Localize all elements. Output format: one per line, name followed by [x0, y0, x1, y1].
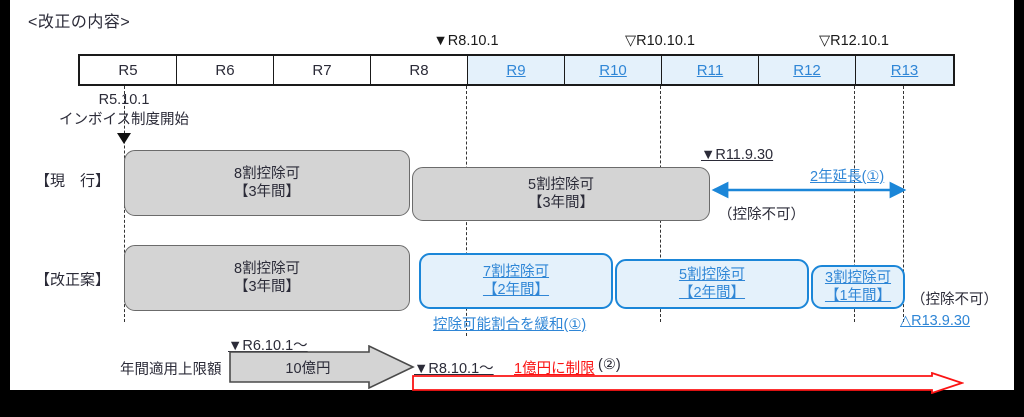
timeline-cell-r9: R9	[468, 56, 565, 84]
marker-r12-10-1: ▽R12.10.1	[818, 33, 890, 49]
annual-cap-new-limit: 1億円に制限	[514, 361, 595, 377]
annual-cap-current-value: 10億円	[285, 361, 331, 377]
current-box-5wari-line1: 5割控除可	[527, 176, 595, 193]
timeline-cell-label: R11	[696, 61, 724, 79]
proposal-box-5wari: 5割控除可 【2年間】	[615, 259, 809, 309]
annual-cap-new-date: ▼R8.10.1～	[414, 361, 494, 377]
current-box-8wari: 8割控除可 【3年間】	[124, 150, 410, 216]
proposal-box-7wari-line2: 【2年間】	[482, 282, 550, 298]
timeline-cell-r5: R5	[80, 56, 177, 84]
extension-double-arrow-icon	[711, 181, 907, 199]
timeline-cell-r10: R10	[565, 56, 662, 84]
proposal-box-3wari-line1: 3割控除可	[824, 269, 892, 286]
page-title: <改正の内容>	[28, 14, 131, 31]
timeline-cell-label: R13	[890, 61, 919, 79]
annual-cap-label: 年間適用上限額	[120, 362, 222, 378]
timeline-cell-label: R8	[409, 61, 429, 79]
invoice-start-caption: インボイス制度開始	[58, 112, 190, 128]
timeline-cell-label: R10	[599, 61, 627, 79]
row-label-current: 【現 行】	[35, 172, 111, 190]
proposal-box-7wari: 7割控除可 【2年間】	[419, 253, 613, 309]
timeline-cell-label: R12	[793, 61, 821, 79]
row-label-proposal-text: 【改正案】	[35, 271, 111, 289]
timeline-cell-r8: R8	[371, 56, 468, 84]
proposal-box-8wari: 8割控除可 【3年間】	[124, 245, 410, 311]
proposal-no-deduction-note: （控除不可）	[911, 292, 998, 308]
invoice-start-date: R5.10.1	[98, 92, 150, 108]
guide-line-r13-10-1	[903, 86, 904, 322]
marker-r8-10-1: ▼R8.10.1	[433, 33, 499, 49]
proposal-end-marker: △R13.9.30	[900, 313, 971, 329]
proposal-box-5wari-line1: 5割控除可	[678, 266, 746, 283]
timeline-cell-label: R5	[118, 61, 138, 79]
annual-cap-red-arrow-icon	[412, 372, 964, 394]
annual-cap-block-arrow-icon	[229, 345, 415, 389]
timeline-cell-r13: R13	[856, 56, 953, 84]
timeline-cell-r12: R12	[759, 56, 856, 84]
current-extension-note: 2年延長(①)	[810, 169, 885, 185]
timeline-cell-r6: R6	[177, 56, 274, 84]
annual-cap-new-suffix: (②)	[598, 357, 621, 373]
proposal-relax-note: 控除可能割合を緩和(①)	[433, 317, 587, 333]
current-box-8wari-line1: 8割控除可	[233, 165, 301, 182]
timeline-cell-label: R6	[215, 61, 235, 79]
current-box-8wari-line2: 【3年間】	[233, 184, 301, 200]
year-timeline: R5 R6 R7 R8 R9 R10 R11 R12 R13	[78, 54, 955, 86]
row-label-proposal: 【改正案】	[35, 269, 110, 290]
proposal-box-3wari-line2: 【1年間】	[824, 288, 892, 304]
timeline-cell-label: R9	[506, 61, 526, 79]
invoice-start-note: R5.10.1 インボイス制度開始	[59, 92, 189, 129]
timeline-cell-r7: R7	[274, 56, 371, 84]
timeline-cell-r11: R11	[662, 56, 759, 84]
marker-r10-10-1: ▽R10.10.1	[624, 33, 696, 49]
proposal-box-3wari: 3割控除可 【1年間】	[811, 265, 905, 309]
annual-cap-start-date: ▼R6.10.1～	[228, 338, 308, 354]
guide-line-r12-10-1	[854, 86, 855, 322]
timeline-cell-label: R7	[312, 61, 332, 79]
current-end-marker: ▼R11.9.30	[701, 147, 774, 163]
proposal-box-5wari-line2: 【2年間】	[678, 285, 746, 301]
current-box-5wari-line2: 【3年間】	[527, 195, 595, 211]
proposal-box-7wari-line1: 7割控除可	[482, 263, 550, 280]
invoice-start-triangle-icon	[117, 133, 131, 144]
proposal-box-8wari-line1: 8割控除可	[233, 260, 301, 277]
proposal-box-8wari-line2: 【3年間】	[233, 279, 301, 295]
current-box-5wari: 5割控除可 【3年間】	[412, 167, 710, 221]
current-no-deduction-note: （控除不可）	[718, 207, 805, 223]
